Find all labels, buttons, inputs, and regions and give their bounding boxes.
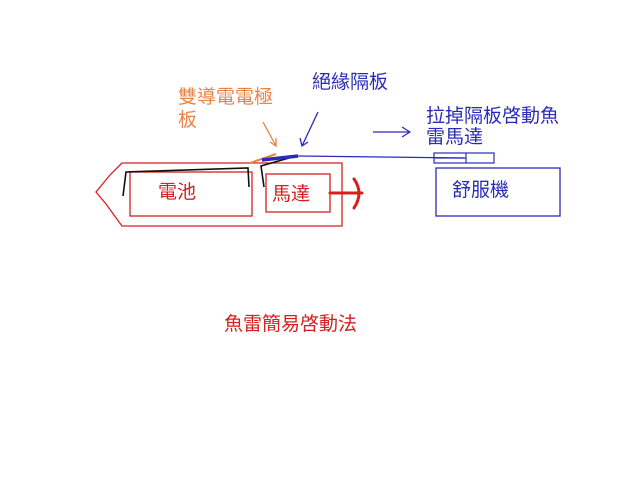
- comfort-machine-label: 舒服機: [452, 179, 509, 201]
- motor-wire: [260, 155, 297, 188]
- battery-wire: [122, 167, 250, 197]
- propeller: [328, 177, 364, 210]
- electrode-pointer-arrow: [262, 121, 277, 148]
- comfort-machine-box: [435, 167, 561, 217]
- insulator-pointer-arrow: [299, 111, 319, 148]
- pull-direction-arrow: [373, 126, 412, 138]
- pull-label-line2: 雷馬達: [426, 126, 483, 148]
- diagram-caption: 魚雷簡易啓動法: [224, 313, 357, 335]
- torpedo-hull: [95, 162, 343, 227]
- electrode-label-line1: 雙導電電極: [178, 86, 273, 108]
- pull-label-line1: 拉掉隔板啓動魚: [426, 105, 559, 127]
- battery-label: 電池: [158, 181, 196, 203]
- battery-box: [129, 171, 253, 217]
- pull-connector-tip: [434, 153, 467, 163]
- insulator-plate: [261, 154, 299, 162]
- motor-label: 馬達: [272, 183, 310, 205]
- electrode-label-line2: 板: [178, 109, 197, 131]
- insulator-label: 絕緣隔板: [312, 71, 388, 93]
